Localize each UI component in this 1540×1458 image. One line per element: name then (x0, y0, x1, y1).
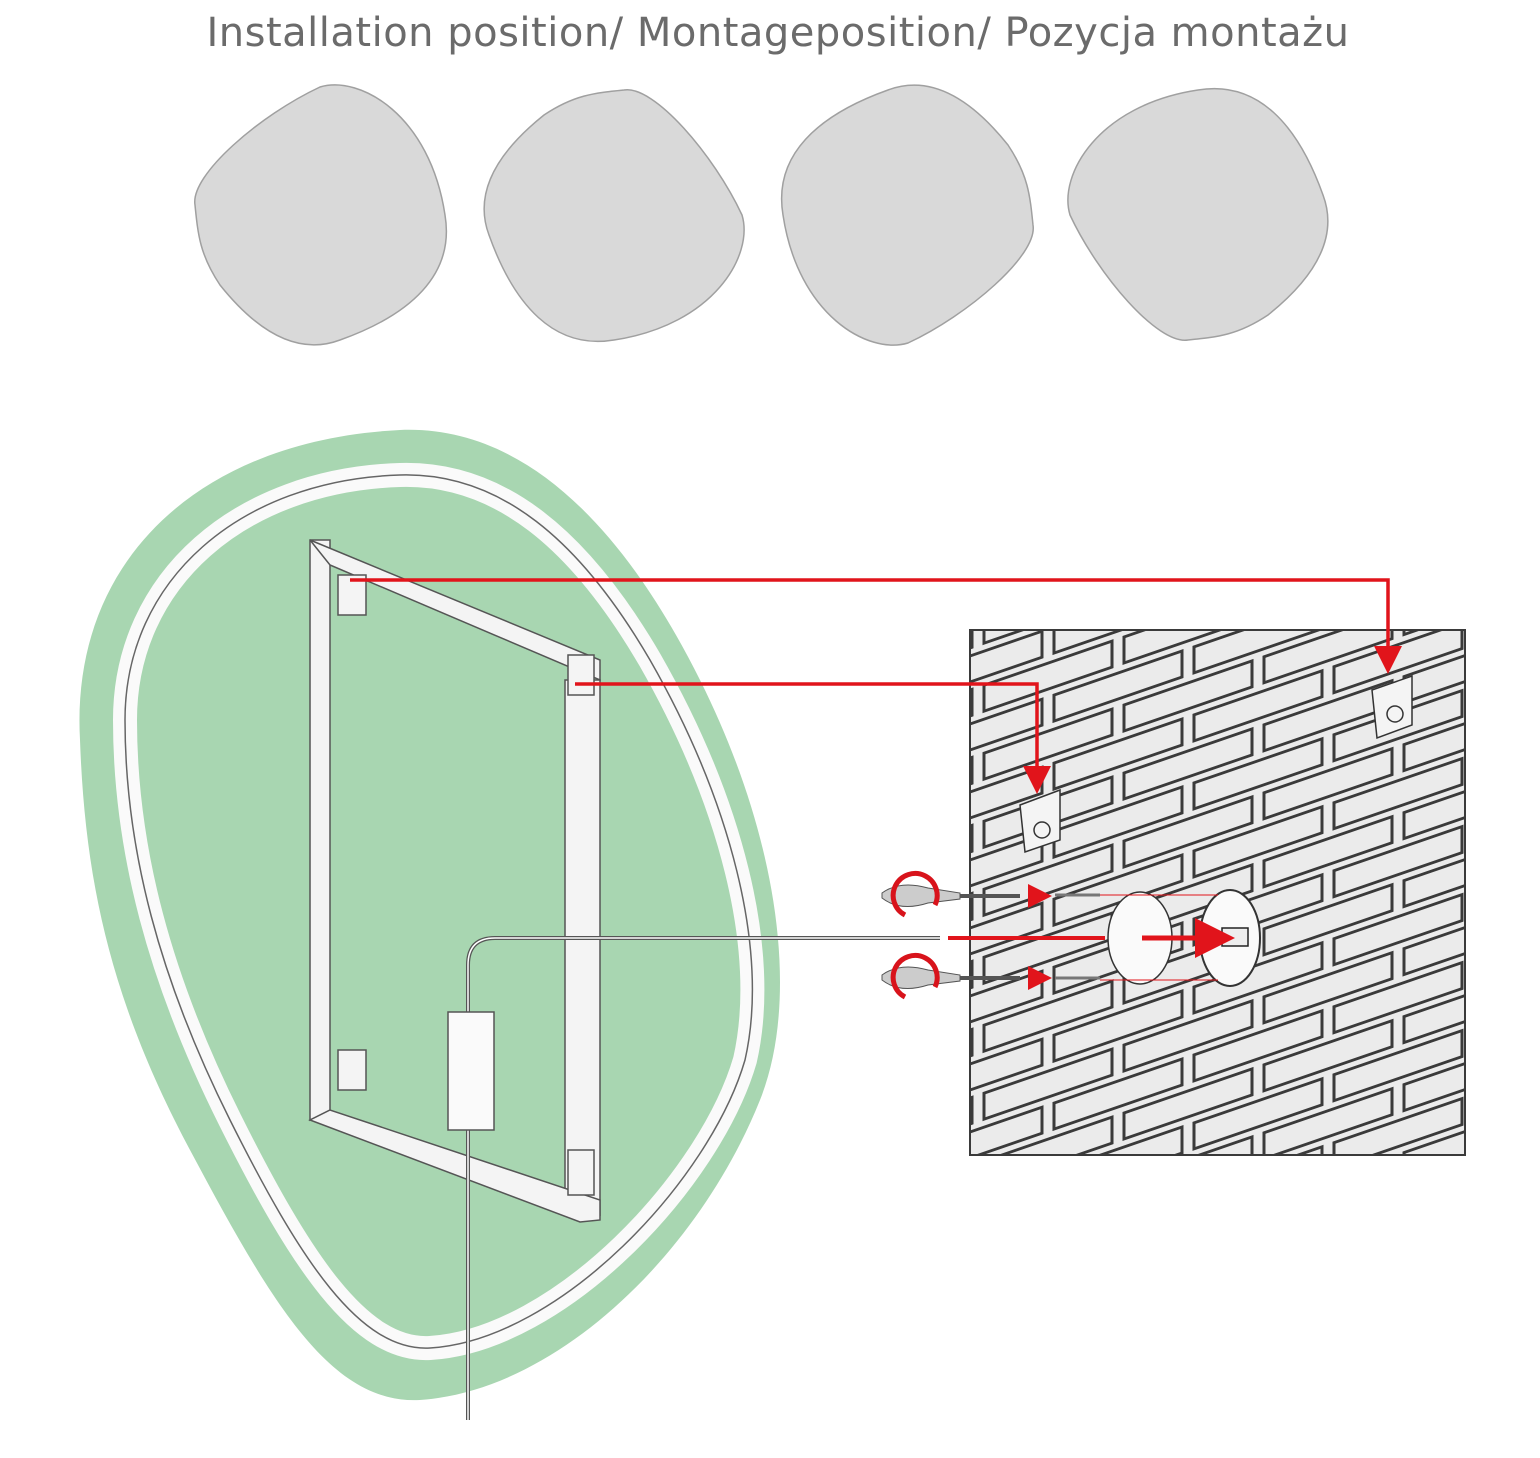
screwdriver-top-icon (881, 871, 1100, 918)
arrow-right-hook (575, 682, 1051, 794)
led-driver-box (447, 1011, 495, 1131)
mirror-position-4 (1067, 87, 1329, 342)
mounting-frame (308, 539, 601, 1223)
mirror-position-1 (193, 84, 448, 346)
arrow-top-hook (350, 578, 1402, 674)
wall-hook-right (1371, 674, 1413, 740)
brick-wall (969, 629, 1466, 1156)
mirror-position-2 (483, 88, 745, 343)
page-title: Installation position/ Montageposition/ … (206, 10, 1350, 56)
arrows (350, 578, 1402, 990)
terminal-block (1221, 927, 1249, 947)
mirror-position-3 (780, 84, 1035, 346)
screwdriver-bottom-icon (881, 953, 1100, 1000)
wall-hook-left (1019, 788, 1061, 854)
mirror-back-view (79, 429, 940, 1420)
